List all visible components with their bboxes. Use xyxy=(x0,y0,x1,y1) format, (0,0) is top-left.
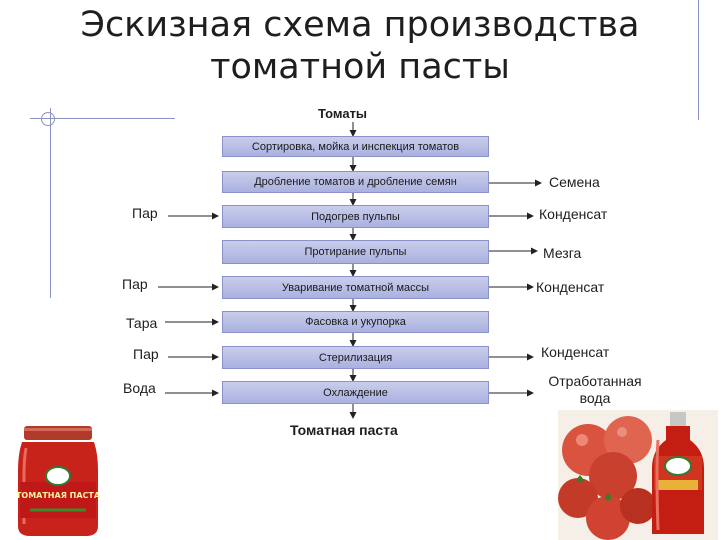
output-condensate-2: Конденсат xyxy=(536,279,605,295)
tomato-paste-jar-image: ТОМАТНАЯ ПАСТА xyxy=(16,426,101,536)
step-heating-box: Подогрев пульпы xyxy=(222,205,489,228)
output-condensate-3: Конденсат xyxy=(541,344,610,360)
step-cooling-box: Охлаждение xyxy=(222,381,489,404)
input-water: Вода xyxy=(123,380,156,396)
input-container: Тара xyxy=(126,315,158,331)
step-wiping-box: Протирание пульпы xyxy=(222,240,489,264)
page-title: Эскизная схема производства томатной пас… xyxy=(80,5,640,87)
step-sterilization-box: Стерилизация xyxy=(222,346,489,369)
output-seeds: Семена xyxy=(549,174,600,190)
step-boiling-box: Уваривание томатной массы xyxy=(222,276,489,299)
decor-circle xyxy=(41,112,55,126)
output-condensate-1: Конденсат xyxy=(539,206,608,222)
input-steam-3: Пар xyxy=(133,346,159,362)
output-pulp-waste: Мезга xyxy=(543,245,582,261)
jar-label-text: ТОМАТНАЯ ПАСТА xyxy=(16,491,101,500)
input-steam-1: Пар xyxy=(132,205,158,221)
decor-horizontal-line xyxy=(30,118,175,119)
step-crushing-box: Дробление томатов и дробление семян xyxy=(222,171,489,193)
decor-right-line xyxy=(698,0,699,120)
step-packing-box: Фасовка и укупорка xyxy=(222,311,489,333)
decor-vertical-line xyxy=(50,108,51,298)
raw-material-label: Томаты xyxy=(318,106,368,121)
product-label: Томатная паста xyxy=(290,422,398,438)
step-sorting-box: Сортировка, мойка и инспекция томатов xyxy=(222,136,489,157)
tomatoes-and-bottle-image xyxy=(558,410,718,540)
output-used-water: Отработанная вода xyxy=(548,373,642,406)
input-steam-2: Пар xyxy=(122,276,148,292)
